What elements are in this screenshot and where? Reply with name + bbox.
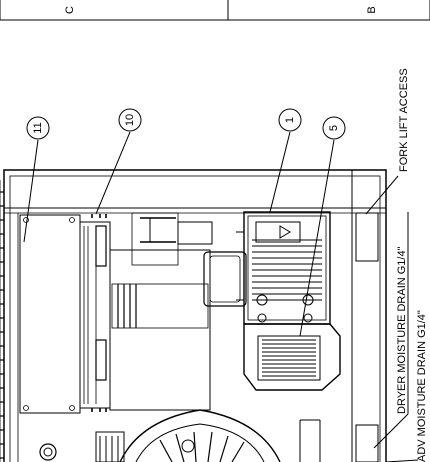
side-panel xyxy=(0,180,5,462)
callout-10-label: 10 xyxy=(124,114,136,126)
callouts: 11 10 1 5 xyxy=(23,108,346,337)
pulley-guard xyxy=(243,323,341,391)
zone-header: C B xyxy=(0,0,430,21)
dryer-block xyxy=(109,212,247,411)
note-leaders xyxy=(365,175,419,462)
machine-frame xyxy=(3,169,387,462)
zone-label-c: C xyxy=(64,6,76,14)
fork-lift-pockets xyxy=(355,212,379,462)
callout-1-label: 1 xyxy=(284,117,296,123)
fan-assembly xyxy=(39,409,321,462)
callout-10: 10 xyxy=(95,108,142,215)
callout-11-label: 11 xyxy=(32,122,44,133)
fork-lift-access-note: FORK LIFT ACCESS xyxy=(398,68,410,172)
notes: FORK LIFT ACCESS DRYER MOISTURE DRAIN G1… xyxy=(396,68,428,462)
electrical-cabinet xyxy=(19,214,111,414)
motor xyxy=(236,211,331,325)
callout-5-label: 5 xyxy=(328,125,340,131)
callout-1: 1 xyxy=(269,108,302,213)
adv-moisture-drain-note: ADV MOISTURE DRAIN G1/4" xyxy=(416,310,428,462)
dryer-moisture-drain-note: DRYER MOISTURE DRAIN G1/4" xyxy=(396,246,408,414)
zone-label-b: B xyxy=(366,6,378,13)
callout-5: 5 xyxy=(299,116,346,337)
callout-11: 11 xyxy=(23,116,50,243)
